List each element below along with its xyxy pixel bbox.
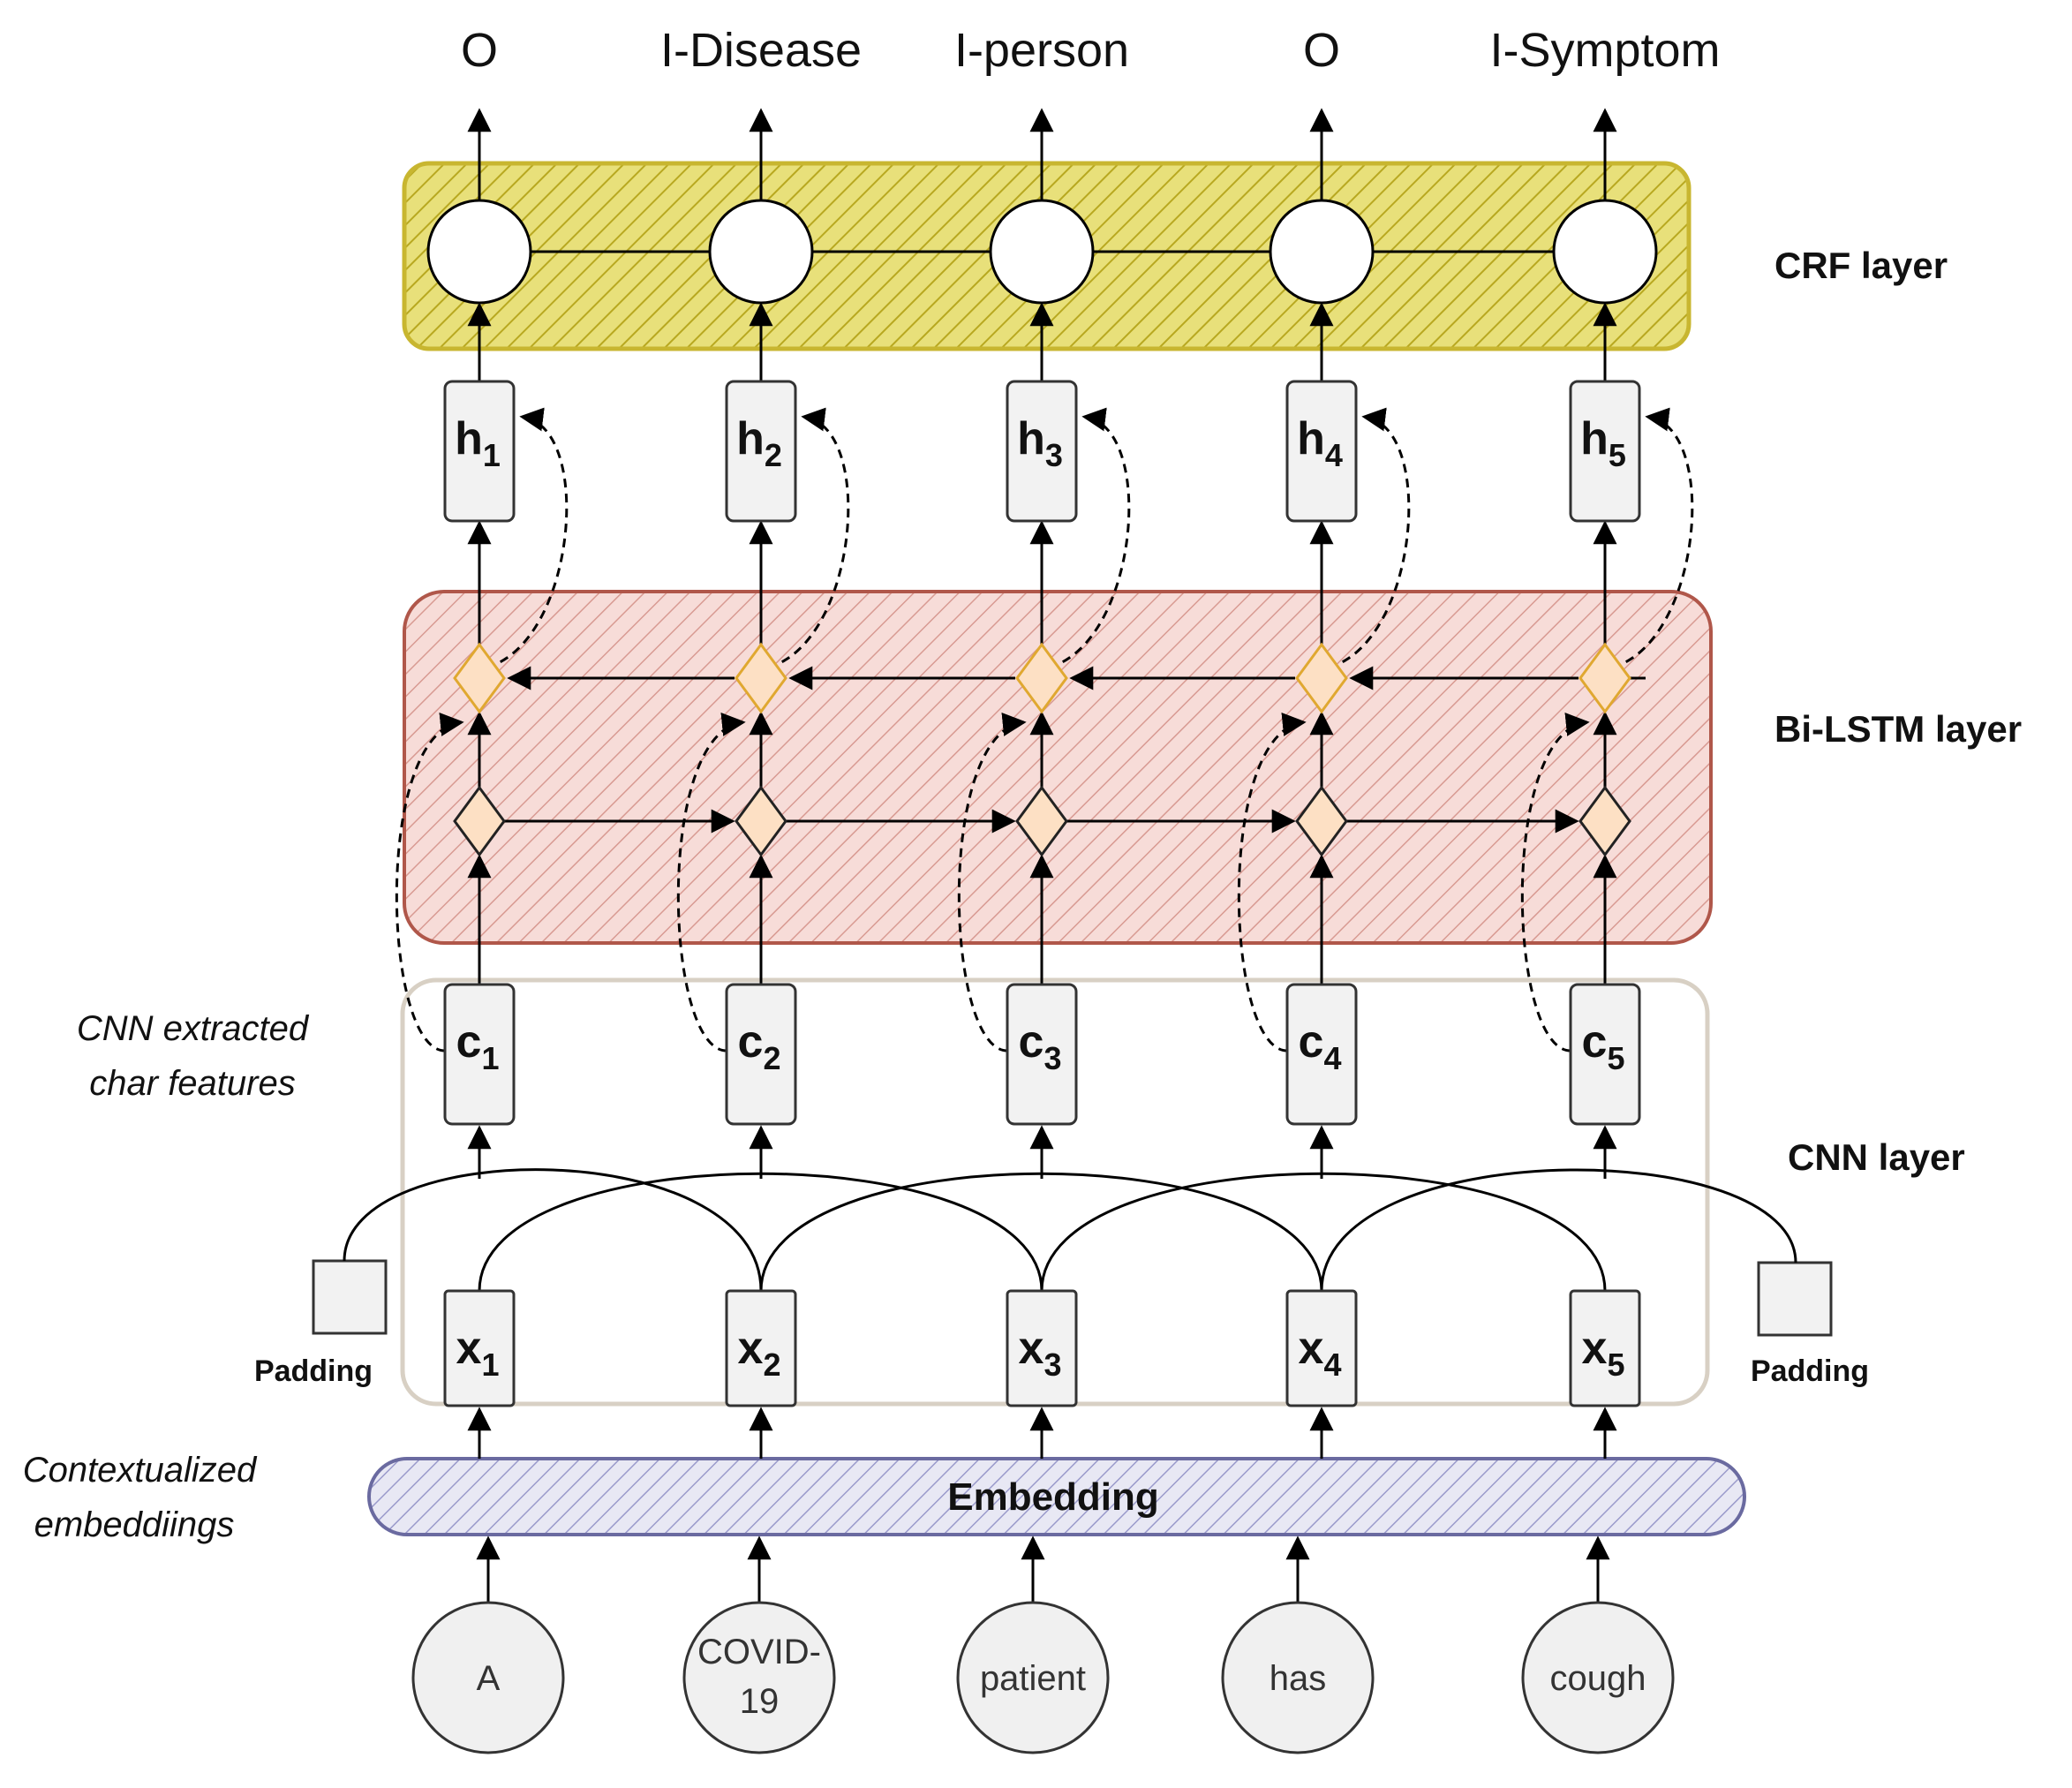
char-cell — [1285, 983, 1358, 1126]
lstm-backward-cell — [1578, 642, 1631, 714]
char-cell-label: c3 — [1019, 1016, 1062, 1076]
hidden-cell-label: h5 — [1580, 413, 1626, 473]
cnn-conv-arc — [478, 1172, 1044, 1292]
cnn-conv-arc — [1320, 1168, 1797, 1292]
word-node — [411, 1601, 565, 1754]
cnn-conv-arc — [759, 1172, 1323, 1292]
word-label: COVID- — [697, 1633, 821, 1671]
crf-node — [989, 199, 1095, 305]
input-cell — [1285, 1289, 1358, 1407]
bilstm-layer-label: Bi-LSTM layer — [1774, 708, 2022, 750]
output-tag: I-Disease — [660, 24, 862, 77]
word-node — [1221, 1601, 1375, 1754]
cnn-conv-arc — [343, 1168, 763, 1292]
char-cell — [1006, 983, 1078, 1126]
dashed-backward-to-h — [767, 407, 850, 669]
word-label: has — [1270, 1659, 1327, 1698]
char-cell-label: c1 — [456, 1016, 500, 1076]
input-cell-label: x3 — [1019, 1323, 1062, 1383]
input-cell — [443, 1289, 516, 1407]
output-tag: O — [1303, 24, 1340, 77]
hidden-cell-label: h3 — [1017, 413, 1063, 473]
hidden-cell — [1006, 380, 1078, 523]
cnn-conv-arc — [1040, 1172, 1607, 1292]
word-node — [956, 1601, 1110, 1754]
crf-node — [1269, 199, 1375, 305]
char-cell — [725, 983, 797, 1126]
char-cell — [1569, 983, 1641, 1126]
embedding-box — [367, 1457, 1746, 1536]
output-tag: I-person — [954, 24, 1129, 77]
dashed-backward-to-h — [1328, 407, 1411, 669]
word-label: A — [477, 1659, 501, 1698]
word-node — [682, 1601, 836, 1754]
lstm-backward-cell — [453, 642, 506, 714]
output-tag: I-Symptom — [1489, 24, 1720, 77]
dashed-char-to-lstm — [957, 713, 1027, 1052]
padding-label-right: Padding — [1751, 1354, 1869, 1388]
dashed-backward-to-h — [1611, 407, 1694, 669]
padding-label-left: Padding — [254, 1354, 373, 1388]
hidden-cell-label: h4 — [1297, 413, 1343, 473]
connection-lines — [343, 108, 1797, 1603]
hidden-cell-label: h1 — [455, 413, 501, 473]
crf-node — [708, 199, 814, 305]
lstm-forward-cell — [453, 785, 506, 857]
crf-node — [426, 199, 532, 305]
hidden-cell — [443, 380, 516, 523]
input-cell-label: x2 — [738, 1323, 781, 1383]
char-cell — [443, 983, 516, 1126]
crf-node — [1552, 199, 1658, 305]
contextual-embeddings-label-line1: Contextualized — [23, 1451, 258, 1490]
lstm-backward-cell — [735, 642, 787, 714]
dashed-char-to-lstm — [1520, 713, 1590, 1052]
lstm-backward-cell — [1015, 642, 1068, 714]
dashed-char-to-lstm — [1237, 713, 1307, 1052]
input-cell — [725, 1289, 797, 1407]
dashed-char-to-lstm — [676, 713, 746, 1052]
lstm-forward-cell — [1015, 785, 1068, 857]
char-cell-label: c4 — [1299, 1016, 1342, 1076]
lstm-forward-cell — [735, 785, 787, 857]
contextual-embeddings-label-line2: embeddiings — [34, 1505, 235, 1544]
word-node — [1521, 1601, 1675, 1754]
hidden-cell — [1569, 380, 1641, 523]
cnn-layer-label: CNN layer — [1788, 1136, 1965, 1178]
input-cell — [1569, 1289, 1641, 1407]
char-cell-label: c2 — [738, 1016, 781, 1076]
lstm-backward-cell — [1295, 642, 1348, 714]
embedding-label: Embedding — [947, 1475, 1159, 1519]
cnn-features-label-line1: CNN extracted — [77, 1009, 310, 1048]
hidden-cell-label: h2 — [736, 413, 782, 473]
hidden-cell — [1285, 380, 1358, 523]
word-label: 19 — [740, 1682, 780, 1721]
cnn-features-label-line2: char features — [89, 1064, 295, 1103]
dashed-backward-to-h — [486, 407, 569, 669]
lstm-forward-cell — [1578, 785, 1631, 857]
char-cell-label: c5 — [1582, 1016, 1625, 1076]
bilstm-layer-box — [403, 590, 1713, 945]
output-tag: O — [461, 24, 498, 77]
input-cell-label: x4 — [1299, 1323, 1342, 1383]
crf-layer-label: CRF layer — [1774, 245, 1948, 286]
hidden-cell — [725, 380, 797, 523]
word-label: patient — [980, 1659, 1086, 1698]
dashed-char-to-lstm — [395, 713, 464, 1052]
input-cell-label: x5 — [1582, 1323, 1625, 1383]
input-cell — [1006, 1289, 1078, 1407]
lstm-forward-cell — [1295, 785, 1348, 857]
padding-box-right — [1757, 1261, 1833, 1337]
dashed-backward-to-h — [1048, 407, 1131, 669]
padding-box-left — [312, 1259, 388, 1335]
word-label: cough — [1550, 1659, 1646, 1698]
input-cell-label: x1 — [456, 1323, 500, 1383]
